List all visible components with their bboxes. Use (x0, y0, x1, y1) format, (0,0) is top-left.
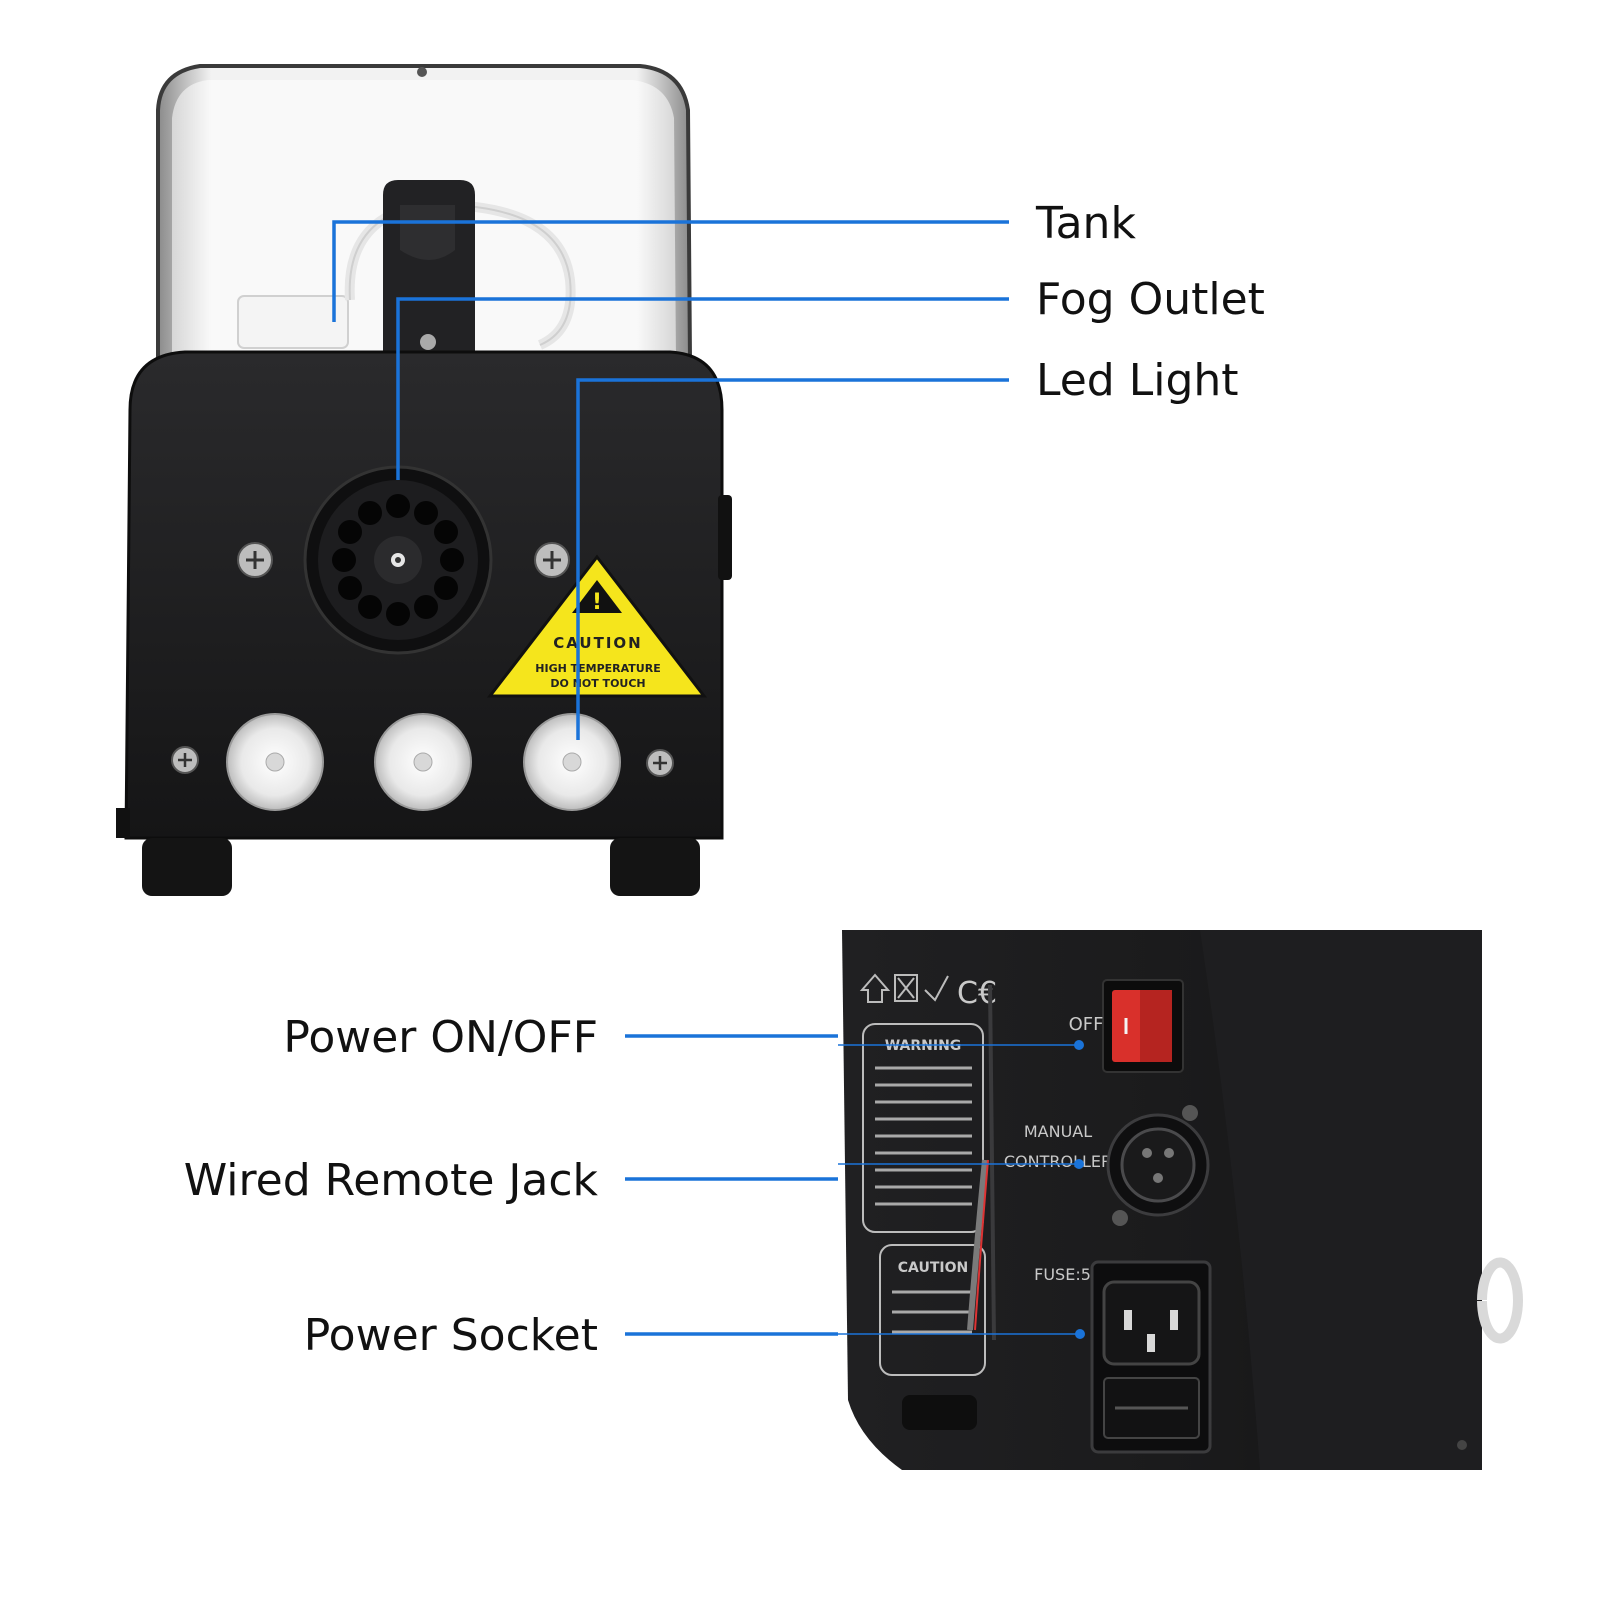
rear-printed-labels: C€ (859, 973, 997, 1376)
warning-box (862, 1023, 984, 1233)
power-socket (1090, 1260, 1212, 1454)
rear-view: C€ WARNING CAUTION OFF (842, 930, 1523, 1470)
led-lights (226, 713, 621, 811)
led-light-3 (523, 713, 621, 811)
caution-sticker-line1: HIGH TEMPERATURE (535, 662, 660, 675)
caution-sticker-title: CAUTION (553, 634, 642, 652)
caution-sticker: ! CAUTION HIGH TEMPERATURE DO NOT TOUCH (486, 554, 708, 698)
foot-left (142, 838, 232, 896)
fuse-label: FUSE:5A (1034, 1265, 1102, 1284)
screw-heads (171, 542, 674, 777)
manual-label: MANUAL (1024, 1122, 1092, 1141)
callout-tank: Tank (1035, 198, 1136, 249)
callout-fog-outlet: Fog Outlet (1036, 274, 1265, 325)
power-switch (1102, 979, 1184, 1073)
led-light-leader-line (576, 378, 1009, 740)
wired-remote-jack (1106, 1105, 1210, 1226)
tank-leader-line (332, 220, 1009, 322)
controller-label: CONTROLLER (1004, 1152, 1112, 1171)
front-view: ! CAUTION HIGH TEMPERATURE DO NOT TOUCH (116, 64, 732, 896)
tank (237, 199, 576, 350)
fog-outlet-leader-line (396, 297, 1009, 480)
foot-right (610, 838, 700, 896)
rear-caution-title: CAUTION (898, 1260, 968, 1276)
rear-warning-title: WARNING (885, 1038, 962, 1054)
caution-sticker-line2: DO NOT TOUCH (550, 677, 645, 690)
callout-power-switch: Power ON/OFF (283, 1012, 598, 1063)
led-light-2 (374, 713, 472, 811)
fog-outlet (303, 465, 493, 655)
callout-led-light: Led Light (1036, 355, 1239, 406)
svg-text:!: ! (592, 590, 602, 615)
caution-box (879, 1244, 986, 1376)
led-light-1 (226, 713, 324, 811)
callout-wired-remote-jack: Wired Remote Jack (184, 1155, 599, 1206)
switch-off-label: OFF (1069, 1014, 1104, 1035)
front-leader-lines (332, 220, 1009, 740)
callout-power-socket: Power Socket (304, 1310, 598, 1361)
rear-leader-lines (625, 1034, 1085, 1339)
